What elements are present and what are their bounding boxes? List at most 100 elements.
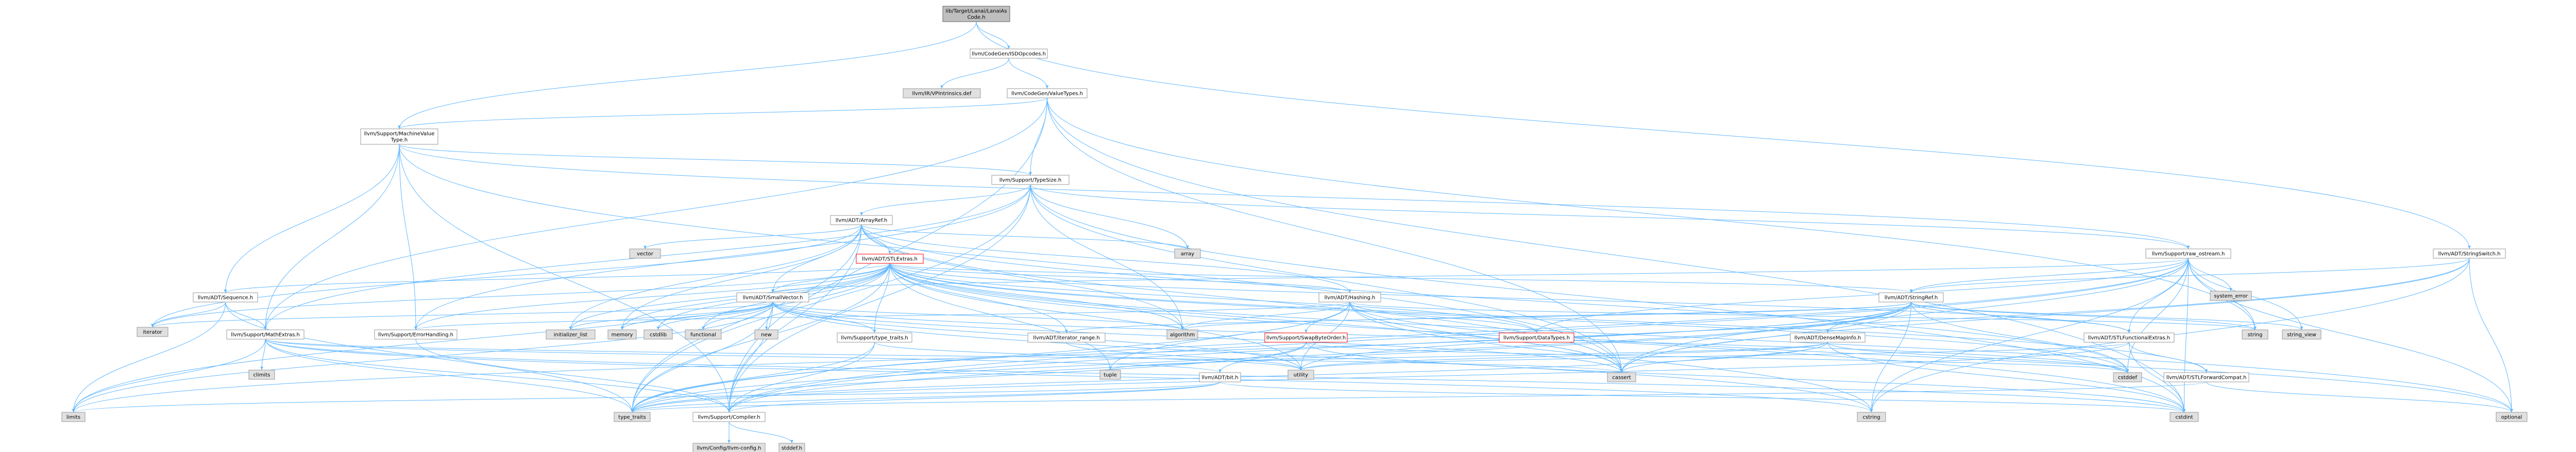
node-stddef: stddef.h: [778, 443, 805, 452]
include-edge-raw_ostream-to-cassert: [1620, 258, 2189, 373]
node-cstddef: cstddef: [2113, 372, 2142, 382]
include-edge-bit-to-cstdint: [1219, 381, 2185, 413]
node-compiler[interactable]: llvm/Support/Compiler.h: [692, 412, 766, 422]
node-datatypes[interactable]: llvm/Support/DataTypes.h: [1499, 332, 1574, 343]
node-label: lib/Target/Lanai/LanaiAs: [946, 9, 1007, 14]
node-box: [778, 443, 805, 452]
include-edge-arrayref-to-cassert: [861, 224, 1623, 373]
node-box: [1099, 370, 1121, 380]
include-edge-stlfunctional-to-cstdint: [2129, 342, 2186, 413]
node-label: llvm/Support/type_traits.h: [841, 336, 908, 341]
include-edge-raw_ostream-to-type_traits: [631, 258, 2189, 413]
node-box: [61, 412, 86, 422]
node-stringswitch[interactable]: llvm/ADT/StringSwitch.h: [2433, 248, 2506, 259]
node-label: utility: [1294, 373, 1309, 378]
node-label: string_view: [2287, 332, 2316, 338]
node-stlextras[interactable]: llvm/ADT/STLExtras.h: [856, 254, 924, 264]
node-box: [837, 332, 912, 343]
node-box: [374, 329, 457, 340]
include-edge-densemapinfo-to-tuple: [1109, 342, 1828, 371]
node-box: [1287, 370, 1314, 380]
node-box: [2433, 248, 2506, 259]
include-edge-stlextras-to-stlforward: [889, 263, 2208, 373]
include-edge-raw_ostream-to-stringref: [1909, 258, 2189, 293]
include-edge-stringref-to-compiler: [727, 302, 1911, 413]
include-edge-typesize-to-arrayref: [860, 184, 1031, 216]
include-edge-bit-to-compiler: [727, 381, 1221, 413]
node-mathextras[interactable]: llvm/Support/MathExtras.h: [226, 329, 304, 340]
include-edge-stringref-to-utility: [1299, 302, 1911, 371]
node-memory: memory: [607, 329, 637, 340]
node-tuple: tuple: [1099, 370, 1121, 380]
include-edge-raw_ostream-to-optional: [2188, 258, 2513, 413]
node-bit[interactable]: llvm/ADT/bit.h: [1199, 372, 1241, 382]
node-densemapinfo[interactable]: llvm/ADT/DenseMapInfo.h: [1790, 332, 1866, 343]
node-label: llvm/CodeGen/ValueTypes.h: [1011, 91, 1083, 97]
include-edge-stlextras-to-utility: [889, 263, 1302, 371]
include-edge-valuetypes-to-cassert: [1047, 97, 1623, 373]
node-sequence[interactable]: llvm/ADT/Sequence.h: [193, 292, 258, 303]
node-swapbyteorder[interactable]: llvm/Support/SwapByteOrder.h: [1264, 332, 1348, 343]
node-smallvector[interactable]: llvm/ADT/SmallVector.h: [736, 292, 809, 303]
include-edge-arrayref-to-array: [861, 224, 1189, 249]
node-box: [1007, 88, 1088, 98]
include-edge-stlextras-to-initializer_list: [569, 263, 890, 330]
node-box: [942, 6, 1010, 22]
node-stlfunctional[interactable]: llvm/ADT/STLFunctionalExtras.h: [2083, 332, 2175, 343]
include-edge-raw_ostream-to-cstdint: [2182, 258, 2189, 413]
include-edge-root-to-isdopcodes: [976, 21, 1010, 49]
node-box: [736, 292, 809, 303]
node-hashing[interactable]: llvm/ADT/Hashing.h: [1318, 292, 1381, 303]
include-edge-stlfunctional-to-type_traits: [631, 342, 2129, 413]
node-box: [2113, 372, 2142, 382]
node-label: initializer_list: [554, 332, 588, 338]
include-edge-bit-to-limits: [72, 381, 1221, 413]
node-label: llvm/Config/llvm-config.h: [697, 446, 761, 451]
node-iterrange[interactable]: llvm/ADT/iterator_range.h: [1027, 332, 1106, 343]
include-edge-stringref-to-algorithm: [1181, 302, 1911, 330]
node-box: [692, 412, 766, 422]
node-typetraitsH[interactable]: llvm/Support/type_traits.h: [837, 332, 912, 343]
include-edge-arrayref-to-hashing: [861, 224, 1351, 293]
include-edge-densemapinfo-to-cstddef: [1827, 342, 2129, 373]
node-typesize[interactable]: llvm/Support/TypeSize.h: [991, 175, 1070, 185]
include-edge-mathextras-to-climits: [260, 339, 266, 371]
include-edge-mvt-to-compiler: [399, 144, 731, 413]
include-edge-mathextras-to-limits: [72, 339, 266, 413]
node-valuetypes[interactable]: llvm/CodeGen/ValueTypes.h: [1007, 88, 1088, 98]
include-edge-raw_ostream-to-cstddef: [2126, 258, 2189, 373]
include-edge-densemapinfo-to-cstdint: [1827, 342, 2186, 413]
include-edge-smallvector-to-initializer_list: [569, 302, 773, 330]
node-label: cstring: [1862, 415, 1880, 421]
node-box: [1790, 332, 1866, 343]
include-edge-arrayref-to-type_traits: [631, 224, 862, 413]
node-label: llvm/IR/VPIntrinsics.def: [912, 91, 972, 97]
node-label: llvm/Support/MathExtras.h: [231, 332, 300, 338]
node-raw_ostream[interactable]: llvm/Support/raw_ostream.h: [2145, 248, 2231, 259]
include-edge-stringref-to-string_view: [1911, 302, 2303, 330]
include-edge-isdopcodes-to-intrinsics: [940, 58, 1009, 89]
node-box: [2282, 329, 2321, 340]
include-edge-smallvector-to-algorithm: [772, 302, 1184, 330]
node-config: llvm/Config/llvm-config.h: [692, 443, 766, 452]
node-stringref[interactable]: llvm/ADT/StringRef.h: [1878, 292, 1944, 303]
node-box: [643, 329, 673, 340]
include-edge-compiler-to-stddef: [728, 421, 793, 444]
node-isdopcodes[interactable]: llvm/CodeGen/ISDOpcodes.h: [970, 48, 1048, 59]
include-edge-stlextras-to-datatypes: [889, 263, 1538, 333]
node-string_view: string_view: [2282, 329, 2321, 340]
node-arrayref[interactable]: llvm/ADT/ArrayRef.h: [830, 215, 893, 225]
include-edge-valuetypes-to-mvt: [398, 97, 1047, 129]
node-errorhandling[interactable]: llvm/Support/ErrorHandling.h: [374, 329, 457, 340]
node-box: [614, 412, 651, 422]
node-label: llvm/Support/TypeSize.h: [999, 178, 1062, 183]
include-edge-smallvector-to-type_traits: [631, 302, 773, 413]
node-box: [629, 248, 661, 259]
node-label: llvm/ADT/DenseMapInfo.h: [1794, 336, 1861, 341]
dependency-edges: [72, 21, 2513, 444]
node-stlforward[interactable]: llvm/ADT/STLForwardCompat.h: [2163, 372, 2249, 382]
include-edge-mathextras-to-cassert: [265, 339, 1623, 373]
node-box: [1264, 332, 1348, 343]
